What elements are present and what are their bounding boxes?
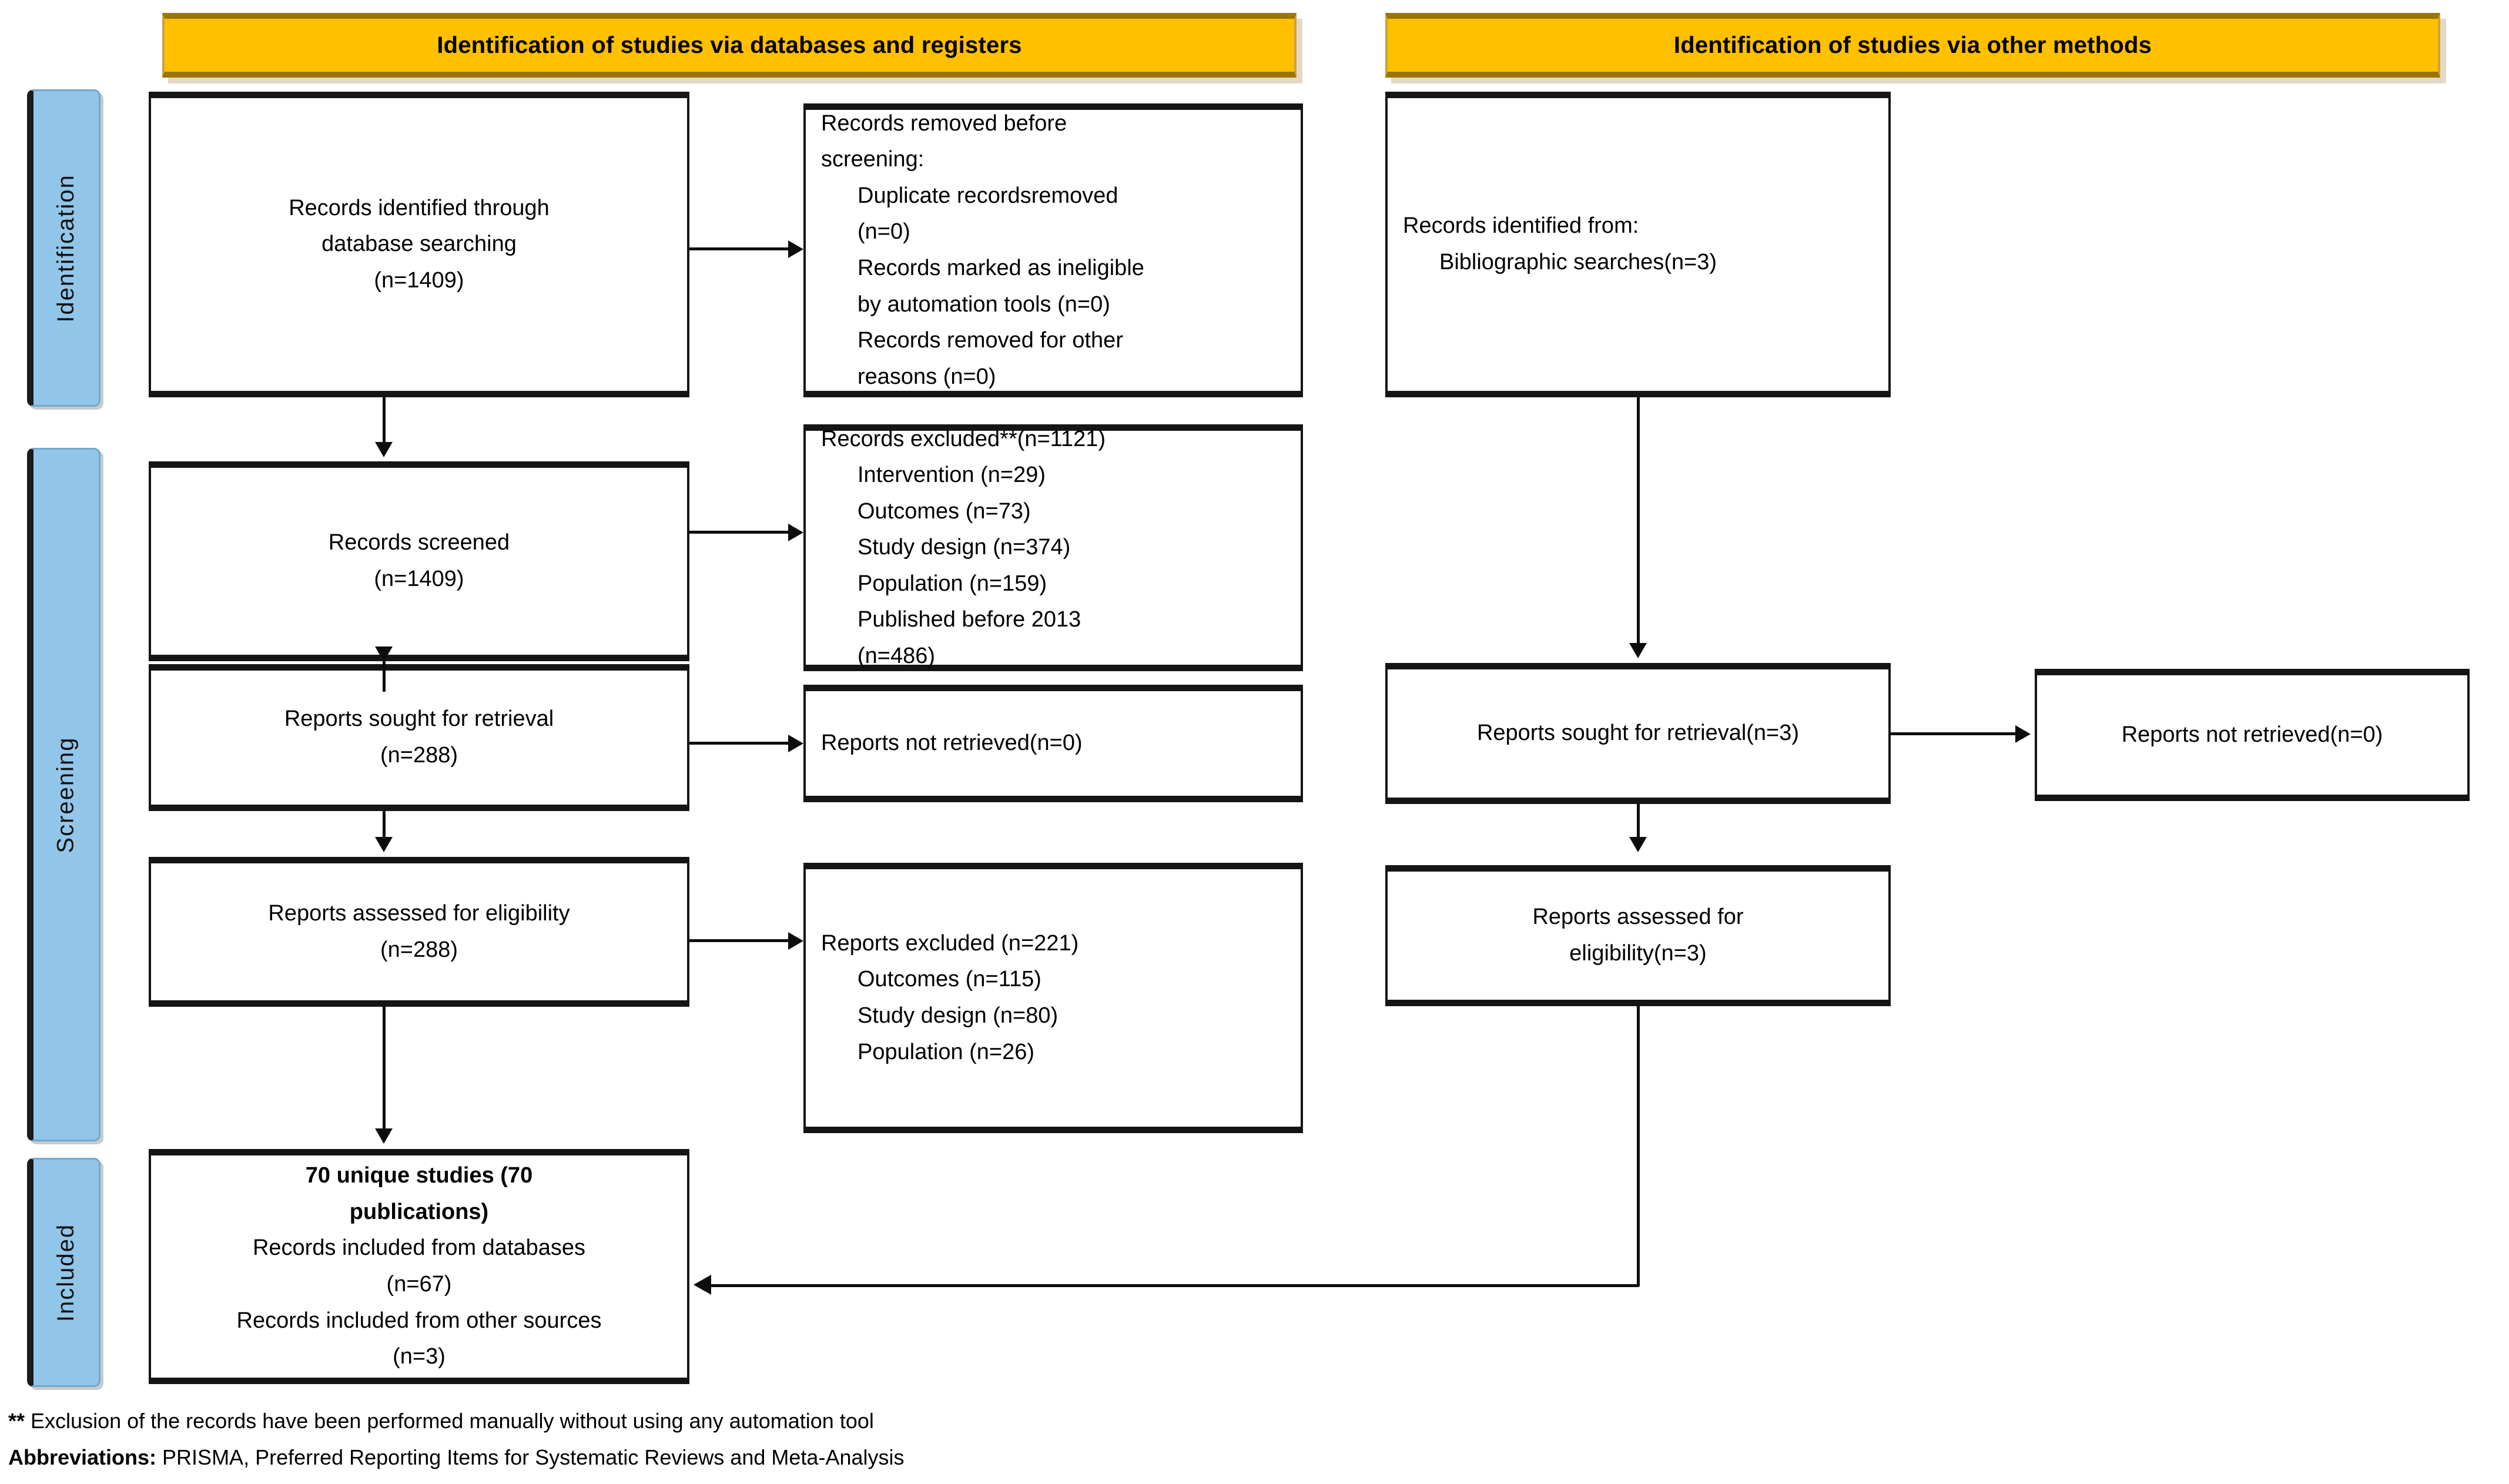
rail-identification-label: Identification bbox=[53, 173, 79, 323]
header-other-methods: Identification of studies via other meth… bbox=[1385, 13, 2440, 78]
included-studies-line5: Records included from other sources bbox=[236, 1308, 602, 1333]
connector-assessed-to-excluded bbox=[689, 939, 788, 942]
reports-assessed-line1: Reports assessed for eligibility bbox=[268, 900, 570, 926]
arrowhead-assessed-to-included bbox=[375, 1128, 393, 1144]
arrowhead-other-sought-to-assessed bbox=[1629, 837, 1647, 852]
other-identified-line2: Bibliographic searches(n=3) bbox=[1439, 250, 1717, 274]
records-excluded-line6: Published before 2013 bbox=[857, 607, 1081, 632]
reports-excluded-line4: Population (n=26) bbox=[857, 1039, 1035, 1064]
box-reports-not-retrieved: Reports not retrieved(n=0) bbox=[803, 685, 1303, 802]
box-other-sought: Reports sought for retrieval(n=3) bbox=[1385, 663, 1891, 804]
records-screened-line2: (n=1409) bbox=[374, 567, 464, 591]
rail-included: Included bbox=[27, 1158, 101, 1387]
footnote-abbreviations: Abbreviations: PRISMA, Preferred Reporti… bbox=[8, 1441, 905, 1474]
connector-sought-to-not-retrieved bbox=[689, 742, 788, 745]
other-sought-line1: Reports sought for retrieval(n=3) bbox=[1476, 721, 1800, 746]
reports-sought-line2: (n=288) bbox=[380, 743, 458, 768]
arrowhead-other-sought-to-not-retrieved bbox=[2015, 725, 2031, 743]
header-databases-label: Identification of studies via databases … bbox=[437, 32, 1022, 58]
records-excluded-line5: Population (n=159) bbox=[857, 571, 1047, 596]
included-studies-line4: (n=67) bbox=[386, 1272, 452, 1297]
other-assessed-line1: Reports assessed for bbox=[1532, 905, 1744, 930]
records-removed-line5: Records marked as ineligible bbox=[857, 256, 1144, 280]
connector-other-sought-to-assessed bbox=[1637, 804, 1640, 840]
header-databases-registers: Identification of studies via databases … bbox=[162, 13, 1297, 78]
included-studies-line2: publications) bbox=[349, 1199, 489, 1224]
footnote-exclusion-text: Exclusion of the records have been perfo… bbox=[25, 1409, 874, 1433]
arrowhead-sought-to-not-retrieved bbox=[788, 735, 803, 752]
connector-screened-to-sought bbox=[383, 661, 386, 692]
connector-identified-to-removed bbox=[689, 247, 788, 250]
other-assessed-line2: eligibility(n=3) bbox=[1569, 941, 1707, 966]
records-removed-line8: reasons (n=0) bbox=[857, 364, 996, 389]
reports-excluded-line1: Reports excluded (n=221) bbox=[821, 930, 1079, 956]
records-identified-line2: database searching bbox=[321, 232, 517, 257]
reports-excluded-line2: Outcomes (n=115) bbox=[857, 967, 1041, 992]
footnote-exclusion: ** Exclusion of the records have been pe… bbox=[8, 1405, 874, 1438]
reports-not-retrieved-line1: Reports not retrieved(n=0) bbox=[821, 731, 1083, 756]
connector-assessed-to-included bbox=[383, 1007, 386, 1131]
records-excluded-line7: (n=486) bbox=[857, 643, 936, 668]
records-excluded-line1: Records excluded**(n=1121) bbox=[821, 426, 1106, 451]
arrowhead-screened-to-excluded bbox=[788, 524, 803, 541]
arrowhead-identified-to-screened bbox=[375, 442, 393, 457]
box-reports-excluded: Reports excluded (n=221) Outcomes (n=115… bbox=[803, 863, 1303, 1133]
box-records-excluded: Records excluded**(n=1121) Intervention … bbox=[803, 424, 1303, 671]
rail-screening-label: Screening bbox=[53, 736, 79, 853]
records-identified-line3: (n=1409) bbox=[374, 267, 464, 293]
included-studies-line1: 70 unique studies (70 bbox=[305, 1163, 533, 1188]
connector-other-identified-to-sought bbox=[1637, 397, 1640, 644]
included-studies-line3: Records included from databases bbox=[252, 1235, 586, 1261]
other-identified-line1: Records identified from: bbox=[1403, 213, 1639, 239]
box-records-identified: Records identified through database sear… bbox=[149, 92, 689, 397]
box-records-screened: Records screened (n=1409) bbox=[149, 461, 689, 661]
footnote-marker: ** bbox=[8, 1409, 25, 1433]
records-excluded-line4: Study design (n=374) bbox=[857, 535, 1071, 560]
rail-screening: Screening bbox=[27, 448, 101, 1141]
connector-sought-to-assessed bbox=[383, 811, 386, 840]
reports-sought-line1: Reports sought for retrieval bbox=[284, 706, 554, 732]
records-removed-line1: Records removed before bbox=[821, 110, 1067, 136]
records-removed-line4: (n=0) bbox=[857, 219, 910, 244]
connector-other-sought-to-not-retrieved bbox=[1891, 732, 2015, 735]
connector-other-assessed-to-included bbox=[711, 1284, 1639, 1287]
records-removed-line3: Duplicate recordsremoved bbox=[857, 183, 1118, 208]
reports-assessed-line2: (n=288) bbox=[380, 937, 458, 962]
records-removed-line2: screening: bbox=[821, 147, 924, 172]
arrowhead-screened-to-sought bbox=[375, 646, 393, 662]
rail-included-label: Included bbox=[53, 1223, 79, 1322]
box-reports-assessed: Reports assessed for eligibility (n=288) bbox=[149, 857, 689, 1007]
arrowhead-assessed-to-excluded bbox=[788, 932, 803, 950]
arrowhead-other-identified-to-sought bbox=[1629, 643, 1647, 658]
connector-screened-to-excluded bbox=[689, 531, 788, 534]
box-records-removed: Records removed before screening: Duplic… bbox=[803, 103, 1303, 397]
arrowhead-other-assessed-to-included bbox=[694, 1275, 711, 1295]
box-included-studies: 70 unique studies (70 publications) Reco… bbox=[149, 1149, 689, 1384]
records-identified-line1: Records identified through bbox=[289, 195, 550, 220]
abbreviations-text: PRISMA, Preferred Reporting Items for Sy… bbox=[156, 1445, 905, 1469]
arrowhead-identified-to-removed bbox=[788, 240, 803, 258]
included-studies-line6: (n=3) bbox=[393, 1344, 445, 1369]
abbreviations-label: Abbreviations: bbox=[8, 1445, 157, 1469]
records-removed-line6: by automation tools (n=0) bbox=[857, 292, 1110, 317]
box-reports-sought: Reports sought for retrieval (n=288) bbox=[149, 664, 689, 811]
box-other-not-retrieved: Reports not retrieved(n=0) bbox=[2035, 669, 2470, 801]
box-other-assessed: Reports assessed for eligibility(n=3) bbox=[1385, 865, 1891, 1006]
connector-other-assessed-down bbox=[1637, 1006, 1640, 1287]
records-excluded-line2: Intervention (n=29) bbox=[857, 463, 1046, 488]
rail-identification: Identification bbox=[27, 89, 101, 407]
records-screened-line1: Records screened bbox=[328, 530, 510, 555]
records-excluded-line3: Outcomes (n=73) bbox=[857, 498, 1031, 524]
header-other-label: Identification of studies via other meth… bbox=[1673, 32, 2152, 58]
other-not-retrieved-line1: Reports not retrieved(n=0) bbox=[2121, 722, 2383, 747]
connector-identified-to-screened bbox=[383, 397, 386, 443]
reports-excluded-line3: Study design (n=80) bbox=[857, 1003, 1058, 1028]
box-other-identified: Records identified from: Bibliographic s… bbox=[1385, 92, 1891, 397]
records-removed-line7: Records removed for other bbox=[857, 328, 1123, 353]
arrowhead-sought-to-assessed bbox=[375, 837, 393, 852]
